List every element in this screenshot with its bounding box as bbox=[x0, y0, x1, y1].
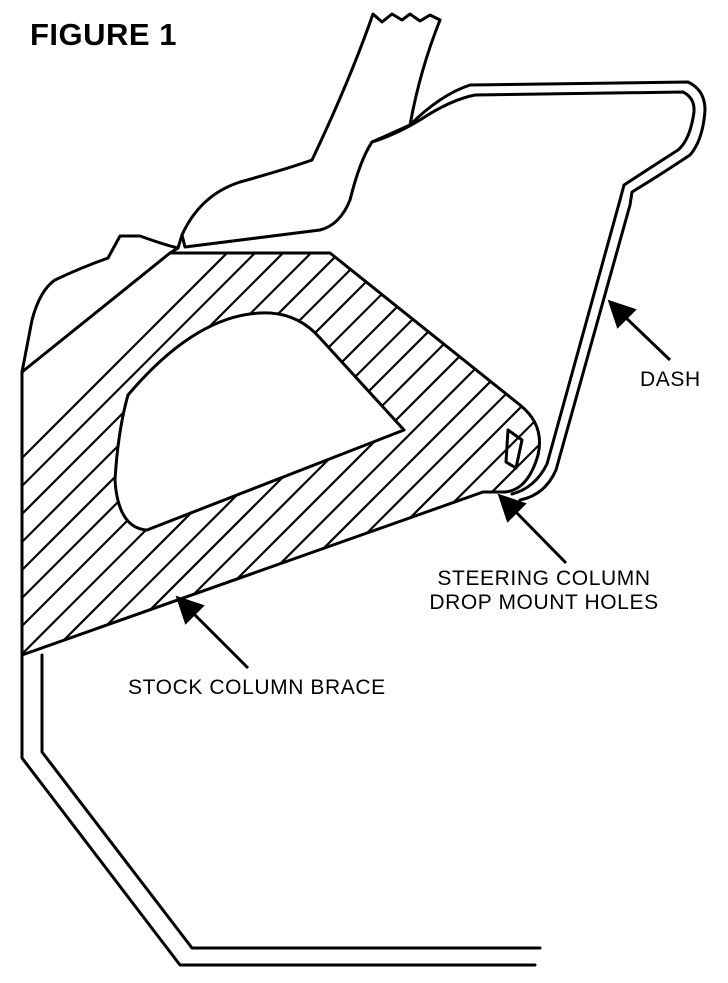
stock-column-brace-outline bbox=[20, 251, 541, 657]
dash-label: DASH bbox=[640, 368, 701, 391]
brace-arrowhead bbox=[175, 595, 205, 625]
dash-inner bbox=[370, 90, 696, 496]
figure-title: FIGURE 1 bbox=[30, 17, 177, 52]
steering-arrowhead bbox=[497, 493, 527, 523]
steering-column-edge bbox=[176, 233, 184, 250]
dash-arrowhead bbox=[607, 299, 637, 329]
brace-cutout-outline bbox=[113, 311, 406, 532]
firewall-outer bbox=[20, 234, 537, 967]
steering-column-label: STEERING COLUMN DROP MOUNT HOLES bbox=[412, 567, 676, 615]
drop-mount-hole-notch bbox=[504, 428, 524, 470]
dash-outer bbox=[408, 80, 707, 502]
steering-label-line2: DROP MOUNT HOLES bbox=[429, 591, 659, 614]
firewall-inner bbox=[40, 653, 542, 950]
stock-column-brace-label: STOCK COLUMN BRACE bbox=[128, 676, 386, 699]
steering-label-line1: STEERING COLUMN bbox=[437, 567, 651, 590]
steering-column-upper bbox=[180, 12, 442, 249]
